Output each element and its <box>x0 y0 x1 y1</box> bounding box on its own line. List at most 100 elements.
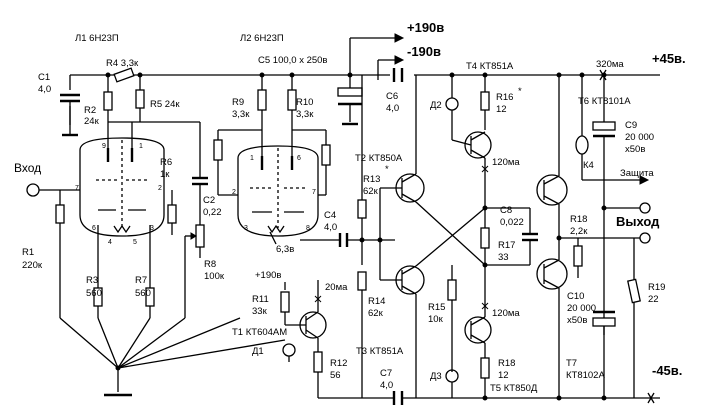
r12-value: 56 <box>330 370 341 381</box>
r1-label: R1 <box>22 247 34 258</box>
current-120ma-top: 120ма <box>492 157 520 168</box>
r18a-value: 12 <box>498 370 509 381</box>
c8-value: 0,022 <box>500 217 524 228</box>
t5-label: T5 КТ850Д <box>490 383 538 394</box>
r14-value: 62к <box>368 308 384 319</box>
resistor-grid-l2-left <box>213 129 262 196</box>
t7-label: T7 <box>566 358 577 369</box>
label-320ma: 320ма <box>596 59 624 70</box>
c10-label: C10 <box>567 291 584 302</box>
svg-text:2: 2 <box>232 189 236 196</box>
junction-dots <box>105 72 607 401</box>
r13-label: R13 <box>363 174 380 185</box>
resistor-r18-high <box>573 238 583 278</box>
r17-value: 33 <box>498 252 509 263</box>
output-terminal-top[interactable] <box>604 202 651 214</box>
resistor-r10 <box>287 75 297 130</box>
svg-text:1: 1 <box>250 155 254 162</box>
bottom-rail <box>318 391 660 405</box>
svg-text:3: 3 <box>150 225 154 232</box>
c4-value: 4,0 <box>324 222 337 233</box>
ground-star <box>59 317 286 397</box>
resistor-r2 <box>103 75 113 122</box>
tube-l1-label: Л1 6Н23П <box>75 33 119 44</box>
input-terminal[interactable] <box>26 183 80 197</box>
tube-l2-label: Л2 6Н23П <box>240 33 284 44</box>
output-terminal[interactable] <box>639 232 651 244</box>
c9-unit: x50в <box>625 144 645 155</box>
r18a-label: R18 <box>498 358 515 369</box>
potentiometer-r8[interactable] <box>184 224 205 318</box>
r6-label: R6 <box>160 157 172 168</box>
c7-value: 4,0 <box>380 380 393 391</box>
c4-label: C4 <box>324 210 336 221</box>
transistor-t5 <box>464 265 492 344</box>
resistor-r1 <box>55 190 65 318</box>
r19-value: 22 <box>648 294 659 305</box>
r6-value: 1к <box>160 169 170 180</box>
c1-value: 4,0 <box>38 84 51 95</box>
led-d3 <box>445 369 459 398</box>
label-plus190: +190в <box>407 20 444 35</box>
c2-value: 0,22 <box>203 207 222 218</box>
r3-value: 560 <box>86 288 102 299</box>
tube-l2 <box>237 130 319 237</box>
r7-label: R7 <box>135 275 147 286</box>
input-label: Вход <box>14 161 41 175</box>
r19-label: R19 <box>648 282 665 293</box>
protection-label: Защита <box>620 168 654 179</box>
r12-label: R12 <box>330 358 347 369</box>
svg-text:2: 2 <box>158 185 162 192</box>
resistor-r3 <box>93 225 103 318</box>
r15-label: R15 <box>428 302 445 313</box>
current-20ma: 20ма <box>325 282 348 293</box>
label-minus190: -190в <box>407 44 441 59</box>
c5-label: C5 100,0 x 250в <box>258 55 327 66</box>
resistor-r18-low <box>480 343 490 398</box>
svg-text:1: 1 <box>139 143 143 150</box>
transistor-t4 <box>451 131 492 208</box>
resistor-r17 <box>480 208 490 265</box>
r10-label: R10 <box>296 97 313 108</box>
resistor-r11 <box>280 291 290 325</box>
resistor-r19 <box>627 238 641 398</box>
capacitor-c9 <box>592 75 616 335</box>
c9-value: 20 000 <box>625 132 654 143</box>
r11-label: R11 <box>252 294 269 305</box>
svg-text:7: 7 <box>312 189 316 196</box>
resistor-r6 <box>167 190 177 235</box>
r9-value: 3,3к <box>232 109 250 120</box>
r18b-label: R18 <box>570 214 587 225</box>
led-d2 <box>445 75 459 140</box>
svg-text:8: 8 <box>306 225 310 232</box>
output-label: Выход <box>616 214 660 229</box>
t7-value: КТ8102А <box>566 370 605 381</box>
transistor-t7 <box>536 238 568 398</box>
r11-value: 33к <box>252 306 268 317</box>
transistor-t3 <box>380 265 425 295</box>
svg-text:4: 4 <box>108 239 112 246</box>
c1-label: C1 <box>38 72 50 83</box>
capacitor-c2 <box>140 121 208 225</box>
svg-text:6: 6 <box>92 225 96 232</box>
c9-label: C9 <box>625 120 637 131</box>
resistor-r7 <box>145 225 155 318</box>
c2-label: C2 <box>203 195 215 206</box>
svg-text:9: 9 <box>102 143 106 150</box>
svg-text:3: 3 <box>244 225 248 232</box>
c10-unit: x50в <box>567 315 587 326</box>
capacitor-c5 <box>337 75 363 126</box>
led-d1 <box>282 343 296 362</box>
resistor-r4 <box>113 67 135 83</box>
r4-label: R4 3,3к <box>106 58 139 69</box>
resistor-r16 <box>480 75 490 130</box>
r3-label: R3 <box>86 275 98 286</box>
cross-coupling <box>415 75 486 398</box>
svg-text:6: 6 <box>297 155 301 162</box>
star-r16: * <box>518 86 522 97</box>
star-r13: * <box>385 164 389 175</box>
r8-label: R8 <box>204 259 216 270</box>
d2-label: Д2 <box>430 100 442 111</box>
resistor-r9 <box>257 75 267 130</box>
